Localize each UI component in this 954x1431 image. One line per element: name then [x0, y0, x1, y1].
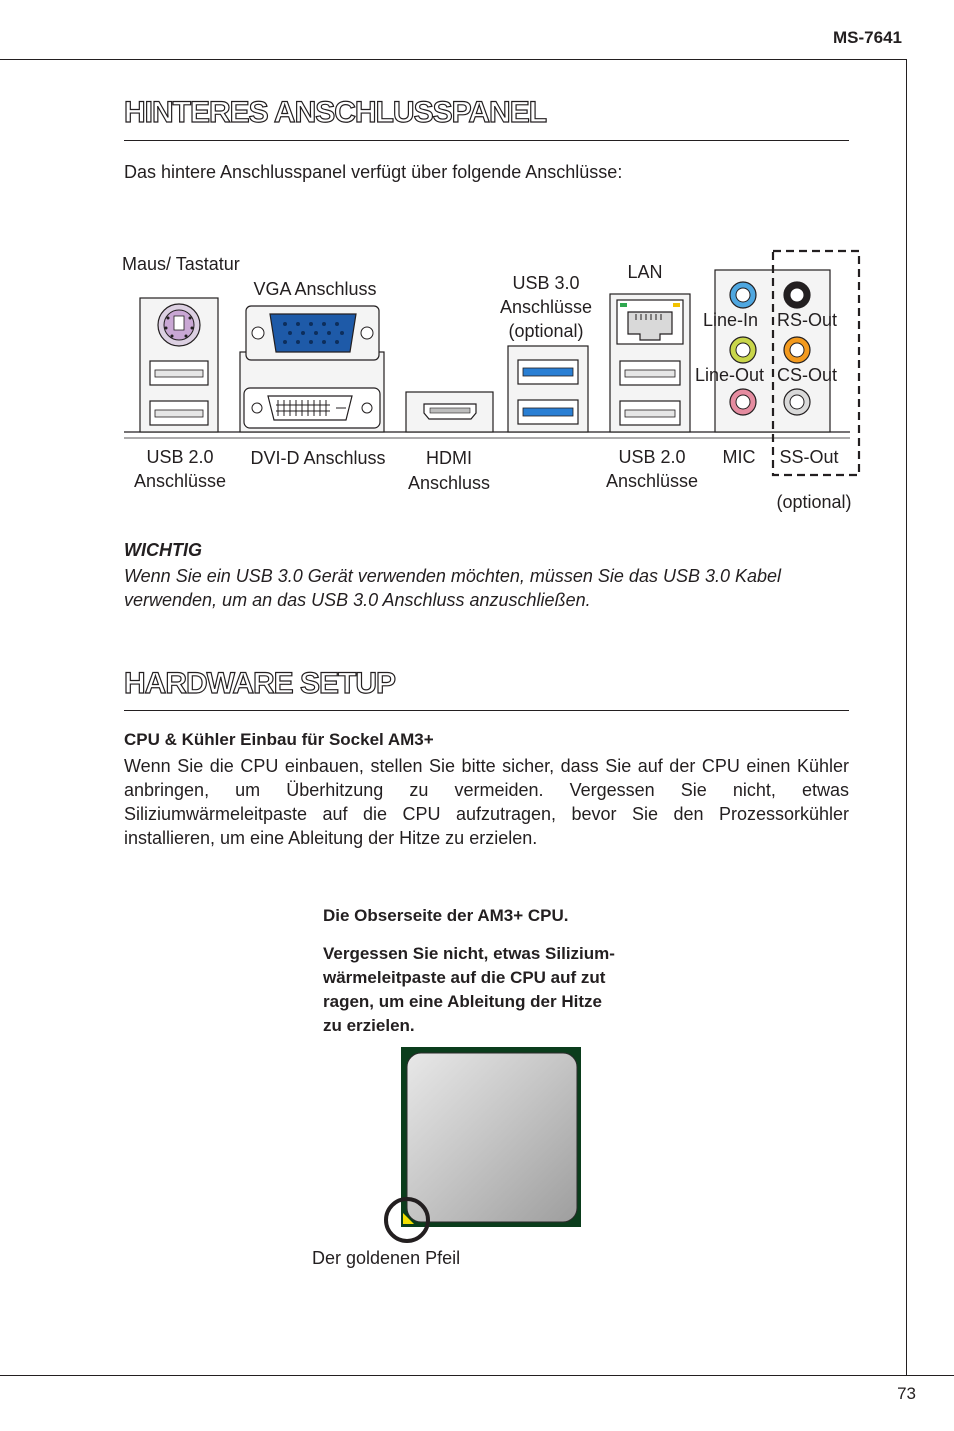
- gold-arrow-label: Der goldenen Pfeil: [312, 1248, 461, 1268]
- label-vga: VGA Anschluss: [253, 279, 376, 299]
- cpu-caption-top: Die Obserseite der AM3+ CPU.: [323, 906, 569, 925]
- lan-port: [616, 299, 684, 345]
- cpu-caption-line3: ragen, um eine Ableitung der Hitze: [323, 992, 602, 1011]
- section-rule: [124, 710, 849, 711]
- frame-top-rule: [0, 59, 907, 60]
- cs-out-jack: [783, 336, 811, 364]
- cpu-caption-line1: Vergessen Sie nicht, etwas Silizium-: [323, 944, 615, 963]
- label-optional: (optional): [776, 492, 851, 512]
- back-panel-intro: Das hintere Anschlusspanel verfügt über …: [124, 162, 623, 182]
- label-dvi: DVI-D Anschluss: [250, 448, 385, 468]
- label-line-in: Line-In: [703, 310, 758, 330]
- hdmi-port: [405, 391, 494, 433]
- dvi-port: [243, 387, 381, 429]
- usb2-port-b2: [619, 400, 681, 426]
- frame-bottom-rule: [0, 1375, 954, 1376]
- usb2-port-a1: [149, 360, 209, 386]
- label-lan: LAN: [627, 262, 662, 282]
- model-number: MS-7641: [833, 28, 902, 47]
- usb3-port-1: [517, 359, 579, 385]
- lan-usb-stack: [609, 293, 691, 433]
- label-hdmi-line1: HDMI: [426, 448, 472, 468]
- back-panel-diagram: Maus/ Tastatur VGA Anschluss USB 3.0 Ans…: [122, 249, 861, 512]
- section-title-hardware-setup: Hardware Setup: [123, 666, 396, 700]
- ss-out-jack: [783, 388, 811, 416]
- vga-port: [269, 313, 357, 353]
- mic-jack: [729, 388, 757, 416]
- label-ss-out: SS-Out: [779, 447, 838, 467]
- cpu-caption-line2: wärmeleitpaste auf die CPU auf zut: [323, 968, 606, 987]
- rs-out-jack: [783, 281, 811, 309]
- label-usb2a-line1: USB 2.0: [146, 447, 213, 467]
- label-usb3-line2: Anschlüsse: [500, 297, 592, 317]
- optional-dashed-box: [771, 249, 861, 477]
- ps2-usb-stack: [139, 297, 219, 433]
- label-cs-out: CS-Out: [777, 365, 837, 385]
- label-line-out: Line-Out: [695, 365, 764, 385]
- cpu-heatspreader: [406, 1052, 578, 1223]
- gold-arrow-marker: [403, 1213, 414, 1224]
- cpu-body-text: Wenn Sie die CPU einbauen, stellen Sie b…: [124, 756, 849, 848]
- line-in-jack: [729, 281, 757, 309]
- note-text: Wenn Sie ein USB 3.0 Gerät verwenden möc…: [124, 566, 782, 610]
- page-number: 73: [897, 1384, 916, 1403]
- vga-dvi-stack: [239, 305, 385, 433]
- section-title-back-panel: Hinteres Anschlusspanel: [123, 95, 547, 129]
- label-usb2b-line1: USB 2.0: [618, 447, 685, 467]
- label-hdmi-line2: Anschluss: [408, 473, 490, 493]
- usb2-port-a2: [149, 400, 209, 426]
- usb2-port-b1: [619, 360, 681, 386]
- usb3-port-2: [517, 399, 579, 425]
- label-mic: MIC: [723, 447, 756, 467]
- line-out-jack: [729, 336, 757, 364]
- cpu-caption-line4: zu erzielen.: [323, 1016, 415, 1035]
- gold-arrow-highlight-circle: [384, 1197, 430, 1243]
- section-rule: [124, 140, 849, 141]
- label-usb3-line1: USB 3.0: [512, 273, 579, 293]
- label-usb2b-line2: Anschlüsse: [606, 471, 698, 491]
- cpu-subtitle: CPU & Kühler Einbau für Sockel AM3+: [124, 730, 434, 749]
- frame-right-rule: [906, 59, 907, 1376]
- cpu-illustration: [384, 1047, 581, 1243]
- label-usb2a-line2: Anschlüsse: [134, 471, 226, 491]
- usb3-stack: [507, 345, 589, 433]
- label-ps2: Maus/ Tastatur: [122, 254, 240, 274]
- note-title: WICHTIG: [124, 540, 202, 560]
- label-usb3-line3: (optional): [508, 321, 583, 341]
- label-rs-out: RS-Out: [777, 310, 837, 330]
